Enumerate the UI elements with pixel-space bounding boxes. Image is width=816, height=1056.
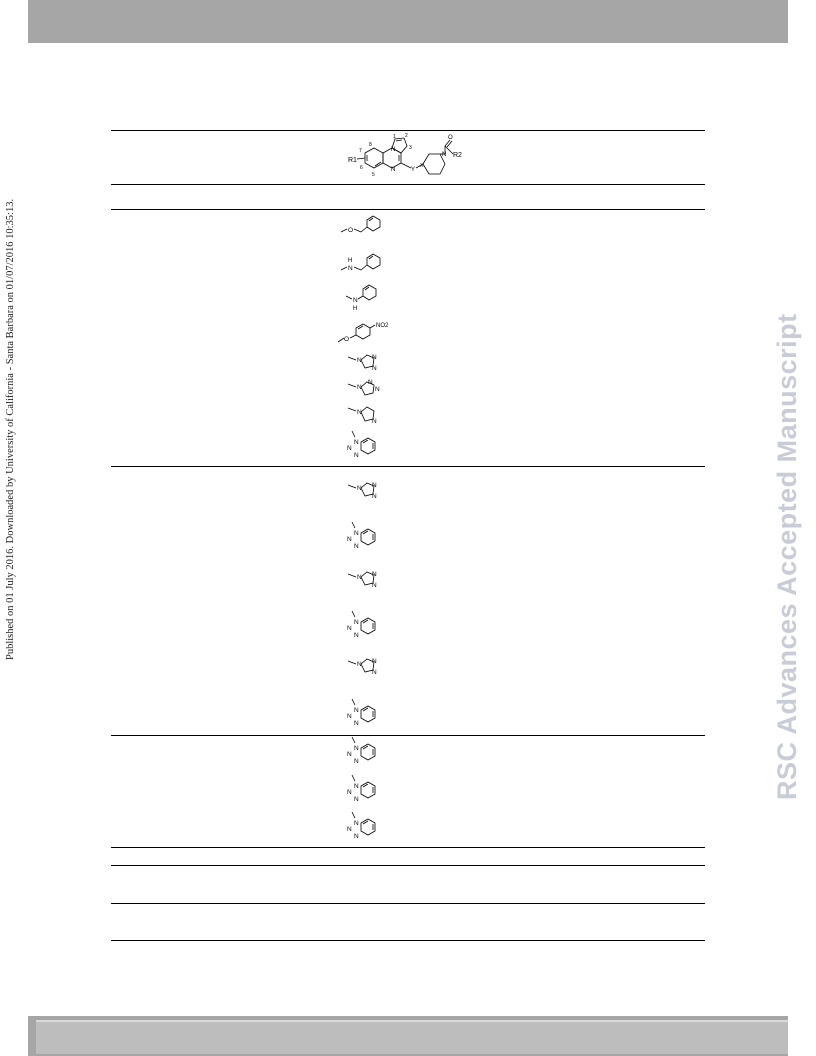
nitrophenoxy-no2: NO2: [376, 323, 389, 329]
benzylamino-structure: H N: [340, 253, 381, 272]
benzotriazole-n2: N: [347, 536, 352, 543]
benzotriazole-n2: N: [347, 826, 352, 833]
group-3-rule: [111, 847, 705, 848]
1-2-4-triazol-1-yl-structure: N N N: [347, 571, 377, 589]
benzotriazol-1-yl-structure: N N N: [347, 698, 376, 727]
benzotriazol-1-yl-structure: N N N: [347, 811, 376, 840]
1-2-4-triazol-1-yl-structure: N N N: [347, 482, 377, 500]
r1-label: R1: [348, 157, 357, 164]
bottom-gray-bar-inner: [36, 1020, 788, 1054]
imidazole-n1: N: [357, 409, 362, 416]
triazole-n1: N: [357, 574, 362, 581]
benzotriazole-n1: N: [354, 783, 359, 790]
benzyloxy-o: O: [348, 227, 353, 234]
position-7: 7: [359, 148, 362, 154]
table-bottom-rule: [111, 940, 705, 941]
table-top-rule: [111, 130, 705, 131]
triazole-n2: N: [372, 658, 377, 665]
position-6: 6: [360, 165, 363, 171]
triazole-n2: N: [372, 571, 377, 578]
triazole-n1: N: [357, 661, 362, 668]
benzotriazole-n3: N: [354, 796, 359, 803]
benzotriazole-n1: N: [354, 530, 359, 537]
download-notice: Published on 01 July 2016. Downloaded by…: [5, 198, 16, 660]
benzotriazol-1-yl-structure: N N N: [347, 521, 376, 550]
imidazole-n3: N: [372, 418, 377, 425]
o-label: O: [448, 135, 453, 141]
benzotriazole-n2: N: [347, 751, 352, 758]
triazole-n4: N: [372, 493, 377, 500]
position-5: 5: [372, 172, 375, 178]
benzyloxy-structure: O: [340, 215, 381, 234]
benzotriazole-n3: N: [354, 758, 359, 765]
benzotriazole-n3: N: [354, 632, 359, 639]
1-2-4-triazol-1-yl-structure: N N N: [347, 658, 377, 676]
accepted-manuscript-watermark: RSC Advances Accepted Manuscript: [772, 313, 802, 800]
triazole-n4: N: [372, 669, 377, 676]
benzotriazole-n2: N: [347, 445, 352, 452]
benzotriazole-n2: N: [347, 789, 352, 796]
position-3: 3: [409, 145, 412, 151]
n-ring-label: N: [391, 147, 395, 153]
top-gray-bar: [28, 0, 788, 43]
x-label: X: [420, 163, 424, 169]
1-2-3-triazol-1-yl-structure: N N N: [347, 379, 380, 396]
benzotriazole-n3: N: [354, 720, 359, 727]
benzotriazole-n1: N: [354, 745, 359, 752]
benzotriazol-1-yl-structure: N N N: [347, 736, 376, 765]
pyrroloquinoxaline-scaffold-structure: R1 N N Y X N O R2 1 2 3 5 6 7 8: [348, 133, 462, 178]
benzotriazole-n2: N: [347, 713, 352, 720]
n-bridge-label: N: [391, 167, 395, 173]
benzotriazole-n1: N: [354, 619, 359, 626]
benzotriazole-n2: N: [347, 625, 352, 632]
triazole-n2: N: [372, 482, 377, 489]
benzotriazol-1-yl-structure: N N N: [347, 430, 376, 459]
triazole-123-n1: N: [357, 384, 362, 391]
bottom-gray-bar: [28, 1016, 788, 1056]
triazole-n1: N: [357, 485, 362, 492]
imidazol-1-yl-structure: N N: [347, 406, 377, 425]
triazole-123-n2: N: [368, 379, 373, 386]
benzotriazole-n3: N: [354, 833, 359, 840]
anilino-structure: N H: [345, 284, 377, 312]
triazole-n4: N: [372, 365, 377, 372]
column-header-rule: [111, 209, 705, 210]
triazole-n4: N: [372, 582, 377, 589]
n-piperazine-label: N: [442, 152, 446, 158]
anilino-n: N: [353, 297, 358, 304]
position-2: 2: [405, 133, 408, 139]
4-nitrophenoxy-structure: O NO2: [337, 323, 389, 343]
header-rule: [111, 184, 705, 185]
group-1-rule: [111, 466, 705, 467]
position-8: 8: [369, 142, 372, 148]
footer-rule-1: [111, 865, 705, 866]
anilino-h: H: [353, 306, 357, 312]
triazole-n2: N: [372, 354, 377, 361]
benzotriazole-n1: N: [354, 820, 359, 827]
benzotriazol-1-yl-structure: N N N: [347, 774, 376, 803]
y-label: Y: [411, 167, 415, 173]
nitrophenoxy-o: O: [344, 336, 349, 343]
group-2-rule: [111, 735, 705, 736]
benzylamino-h: H: [348, 258, 352, 264]
triazole-123-n3: N: [375, 386, 380, 393]
r2-label: R2: [453, 152, 462, 159]
benzotriazole-n3: N: [354, 543, 359, 550]
benzotriazole-n1: N: [354, 439, 359, 446]
1-2-4-triazol-1-yl-structure: N N N: [347, 354, 377, 372]
benzotriazole-n1: N: [354, 707, 359, 714]
benzotriazol-1-yl-structure: N N N: [347, 610, 376, 639]
benzylamino-n: N: [348, 265, 353, 272]
benzotriazole-n3: N: [354, 452, 359, 459]
position-1: 1: [393, 134, 396, 140]
footer-rule-2: [111, 903, 705, 904]
triazole-n1: N: [357, 357, 362, 364]
